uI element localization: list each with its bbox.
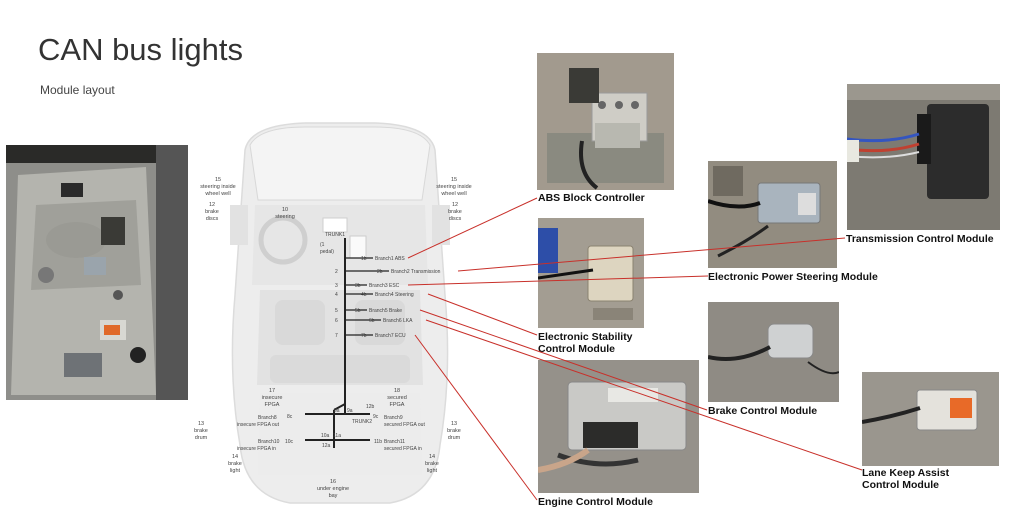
label-electronic-stability-line2: Control Module — [538, 343, 615, 355]
car-topview-diagram — [190, 115, 490, 510]
label-electronic-stability-line1: Electronic Stability — [538, 331, 633, 343]
brake-module-photo — [708, 302, 839, 402]
ecm-photo — [538, 360, 699, 493]
vehicle-interior-photo — [6, 145, 188, 400]
label-transmission-control-module: Transmission Control Module — [846, 233, 994, 245]
label-engine-control-module: Engine Control Module — [538, 496, 653, 508]
esc-photo — [538, 218, 644, 328]
page-subtitle: Module layout — [40, 83, 115, 97]
abs-photo — [537, 53, 674, 190]
tcm-photo — [847, 84, 1000, 230]
eps-photo — [708, 161, 837, 268]
label-lane-keep-assist-line1: Lane Keep Assist — [862, 467, 950, 479]
label-abs-block-controller: ABS Block Controller — [538, 192, 645, 204]
page-title: CAN bus lights — [38, 32, 244, 67]
label-lane-keep-assist-line2: Control Module — [862, 479, 939, 491]
label-brake-control-module: Brake Control Module — [708, 405, 818, 417]
label-electronic-power-steering-module: Electronic Power Steering Module — [708, 271, 878, 283]
lka-photo — [862, 372, 999, 466]
